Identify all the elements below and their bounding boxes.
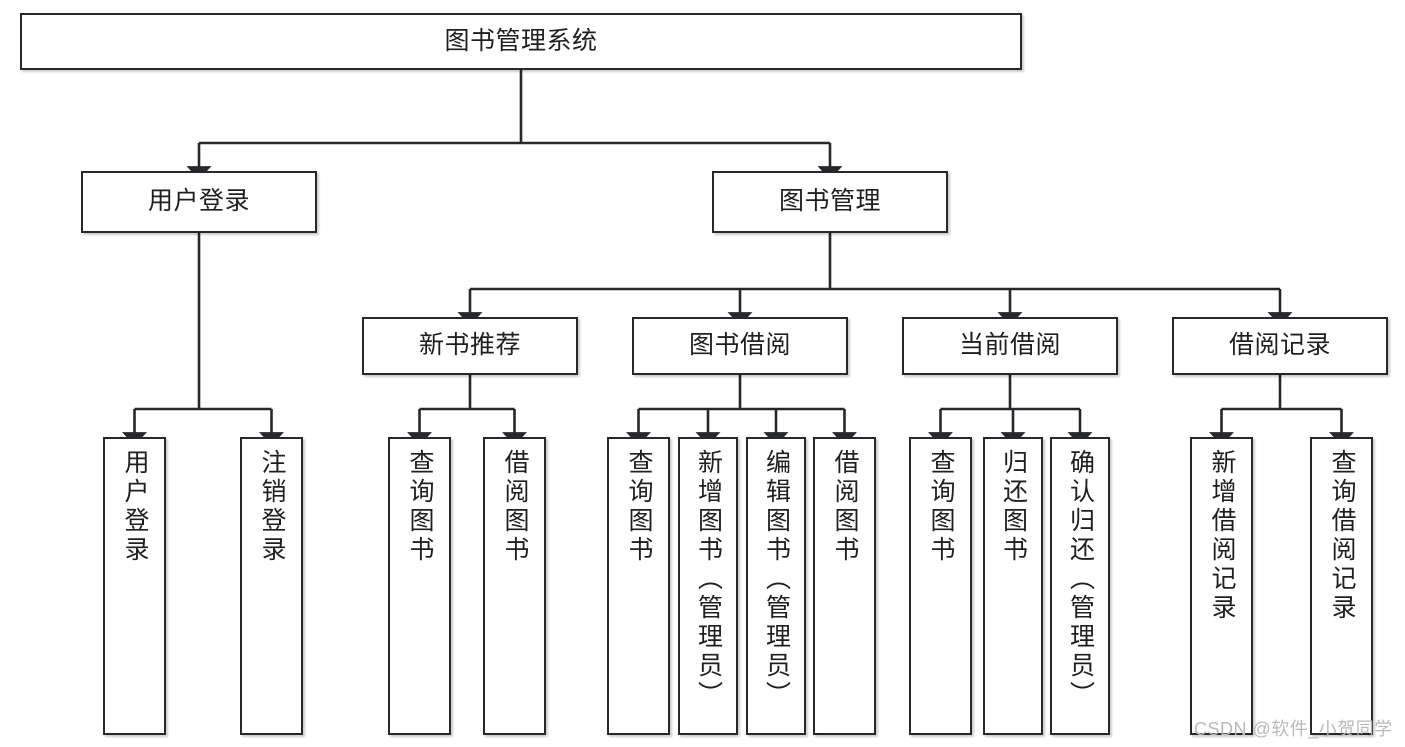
node-label-leaf-logout: 注销登录 xyxy=(258,449,286,565)
node-leaf-br-query-record[interactable]: 查询借阅记录 xyxy=(1310,437,1373,735)
node-leaf-cb-return-book[interactable]: 归还图书 xyxy=(983,437,1043,735)
node-user-login[interactable]: 用户登录 xyxy=(81,171,317,233)
node-label-leaf-bb-edit-book: 编辑图书（管理员） xyxy=(762,449,791,710)
node-book-mgmt[interactable]: 图书管理 xyxy=(712,171,948,233)
node-leaf-br-add-record[interactable]: 新增借阅记录 xyxy=(1190,437,1253,735)
node-label-current-borrow: 当前借阅 xyxy=(958,331,1061,360)
node-current-borrow[interactable]: 当前借阅 xyxy=(902,317,1118,375)
node-label-book-borrow: 图书借阅 xyxy=(688,331,791,360)
node-leaf-cb-confirm-return[interactable]: 确认归还（管理员） xyxy=(1050,437,1110,735)
node-label-leaf-rec-query-book: 查询图书 xyxy=(406,449,434,565)
node-new-book-rec[interactable]: 新书推荐 xyxy=(362,317,578,375)
node-leaf-user-login[interactable]: 用户登录 xyxy=(103,437,166,735)
node-leaf-logout[interactable]: 注销登录 xyxy=(240,437,303,735)
node-leaf-bb-borrow-book[interactable]: 借阅图书 xyxy=(813,437,876,735)
node-label-leaf-bb-borrow-book: 借阅图书 xyxy=(831,449,859,565)
node-label-leaf-cb-query-book: 查询图书 xyxy=(927,449,955,565)
node-label-leaf-bb-query-book: 查询图书 xyxy=(625,449,653,565)
node-leaf-bb-edit-book[interactable]: 编辑图书（管理员） xyxy=(746,437,806,735)
node-leaf-bb-query-book[interactable]: 查询图书 xyxy=(607,437,670,735)
node-label-leaf-user-login: 用户登录 xyxy=(121,449,149,565)
node-label-leaf-bb-add-book: 新增图书（管理员） xyxy=(694,449,723,710)
node-label-new-book-rec: 新书推荐 xyxy=(418,331,521,360)
node-book-borrow[interactable]: 图书借阅 xyxy=(632,317,848,375)
node-leaf-bb-add-book[interactable]: 新增图书（管理员） xyxy=(678,437,738,735)
node-root[interactable]: 图书管理系统 xyxy=(20,13,1022,70)
node-label-root: 图书管理系统 xyxy=(444,26,598,55)
node-label-leaf-br-add-record: 新增借阅记录 xyxy=(1208,449,1236,623)
node-label-user-login: 用户登录 xyxy=(147,187,250,216)
node-leaf-cb-query-book[interactable]: 查询图书 xyxy=(909,437,972,735)
node-label-book-mgmt: 图书管理 xyxy=(778,187,881,216)
node-label-leaf-rec-borrow-book: 借阅图书 xyxy=(501,449,529,565)
node-leaf-rec-query-book[interactable]: 查询图书 xyxy=(388,437,451,735)
node-label-leaf-br-query-record: 查询借阅记录 xyxy=(1328,449,1356,623)
node-label-borrow-record: 借阅记录 xyxy=(1228,331,1331,360)
node-label-leaf-cb-return-book: 归还图书 xyxy=(999,449,1028,565)
node-leaf-rec-borrow-book[interactable]: 借阅图书 xyxy=(483,437,546,735)
node-borrow-record[interactable]: 借阅记录 xyxy=(1172,317,1388,375)
node-label-leaf-cb-confirm-return: 确认归还（管理员） xyxy=(1066,449,1095,710)
